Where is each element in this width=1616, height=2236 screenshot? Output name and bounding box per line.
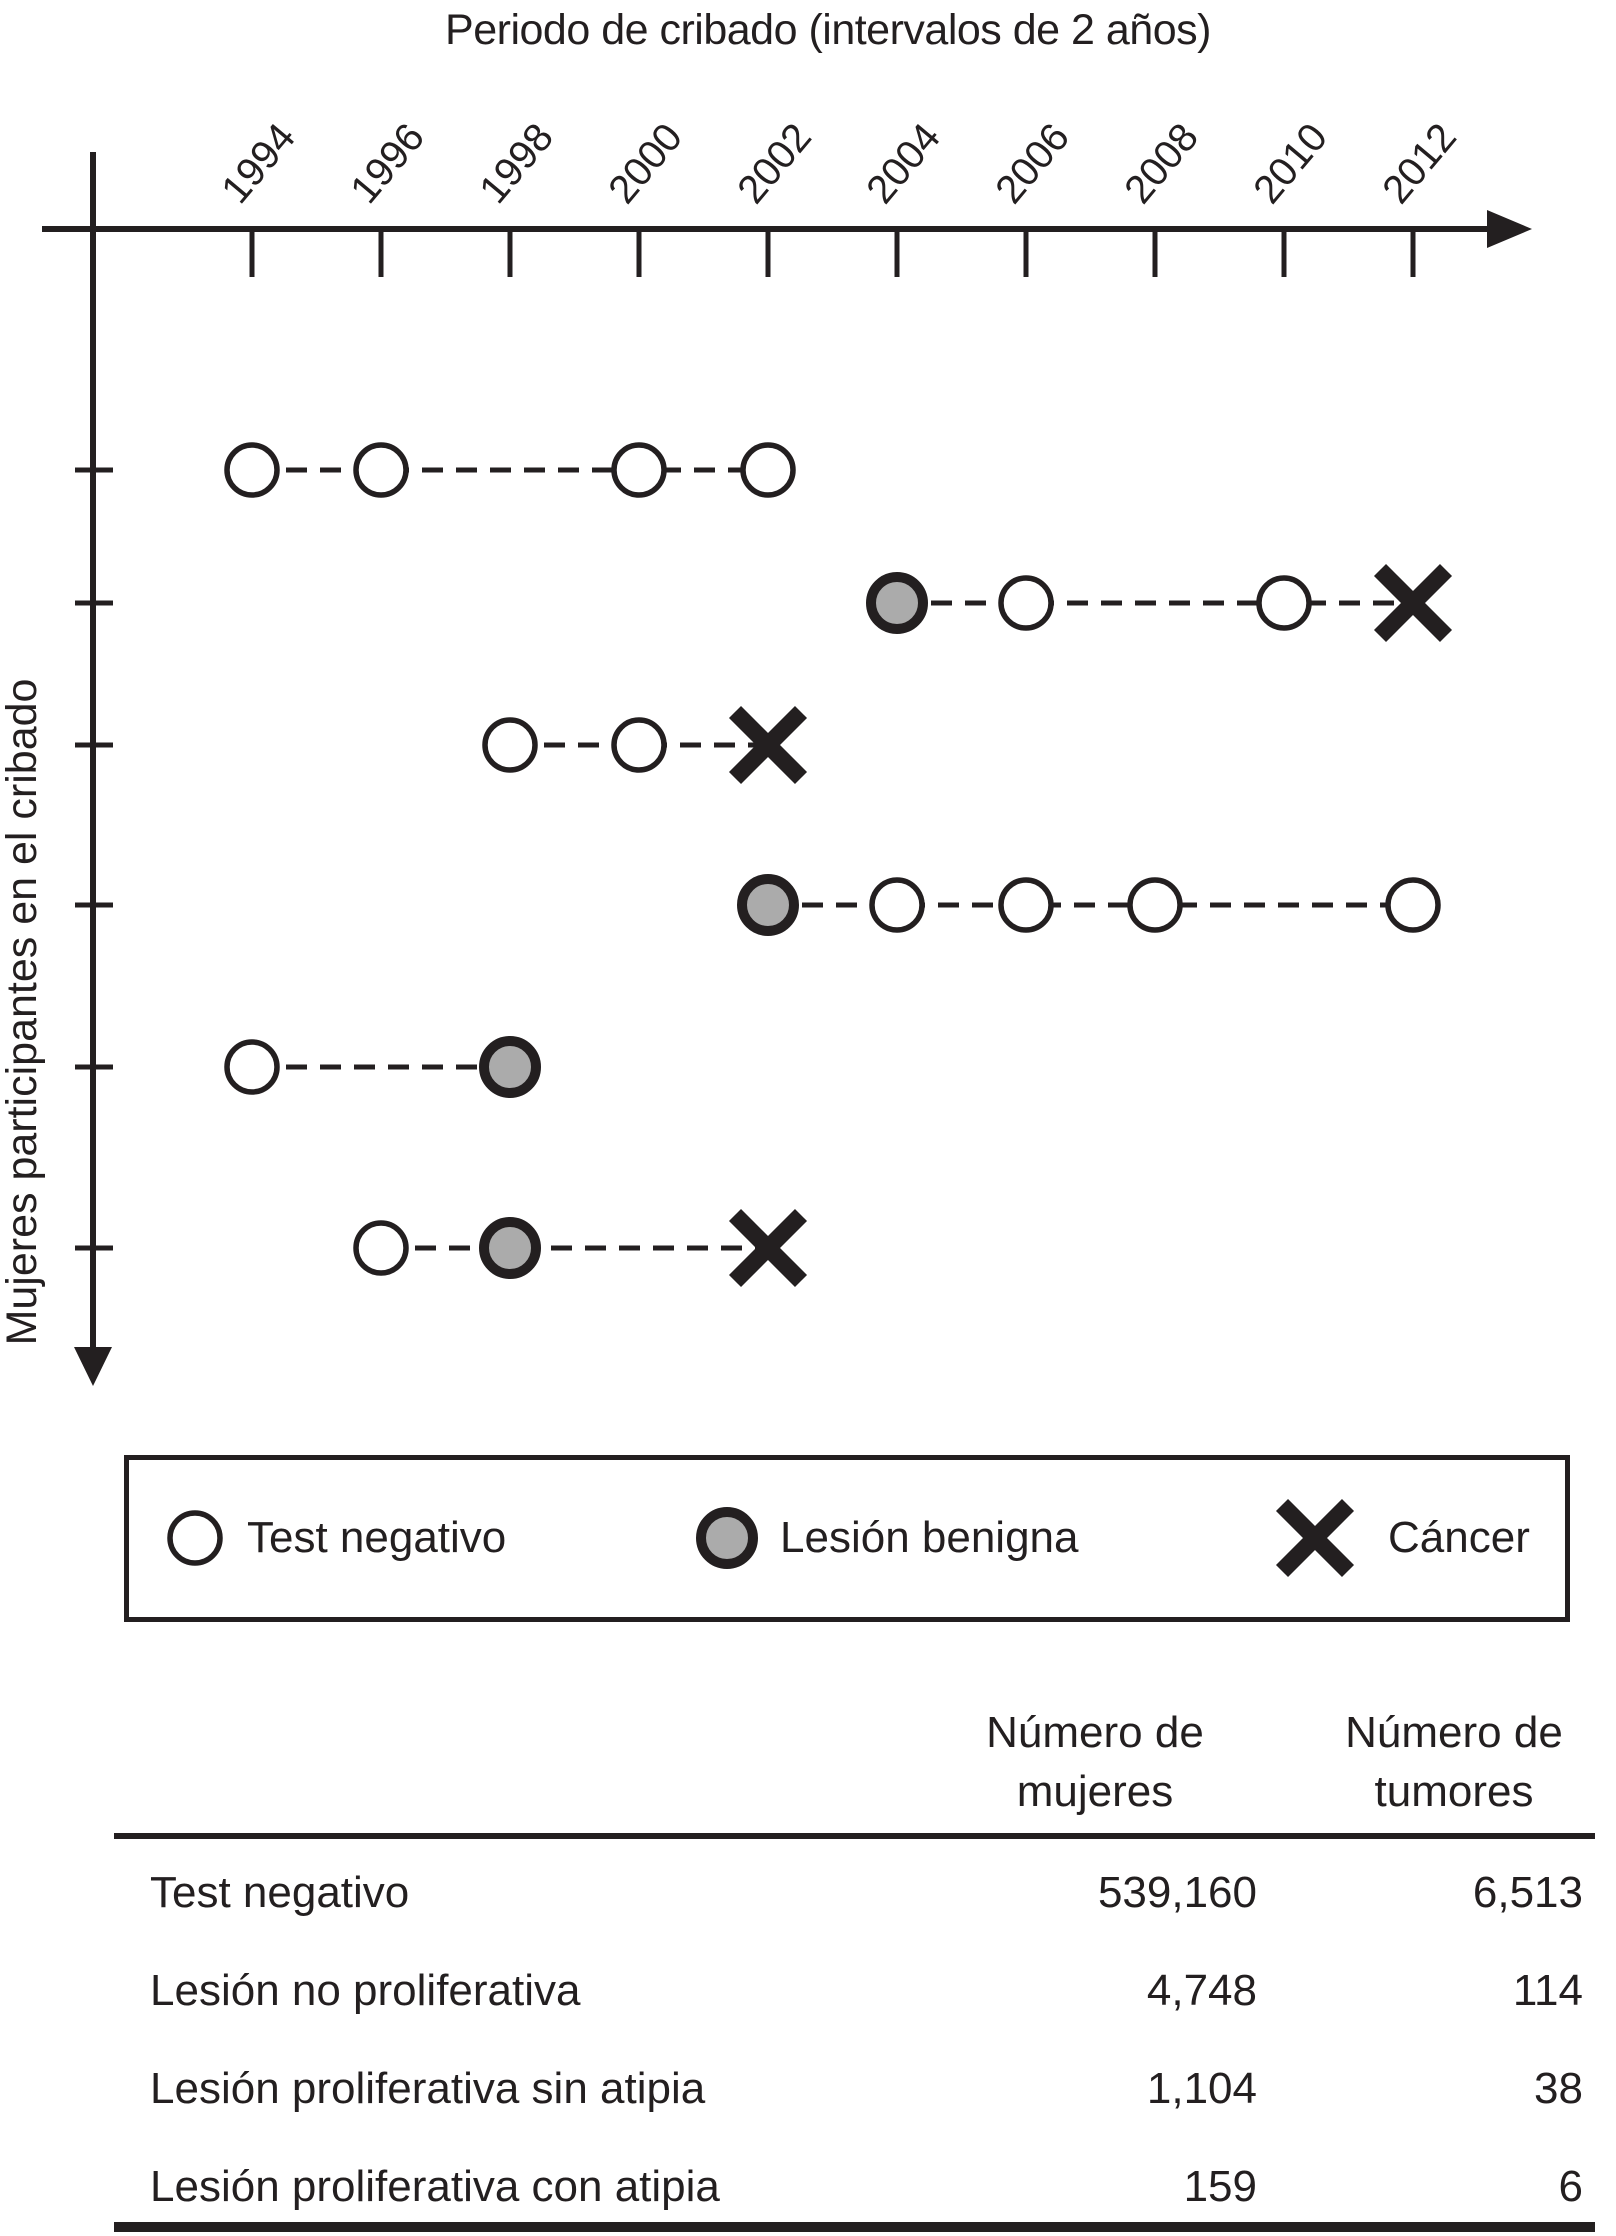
participant-row [737, 874, 1441, 936]
table-row-label: Lesión proliferativa con atipia [150, 2162, 720, 2211]
x-tick-label: 2006 [987, 115, 1078, 211]
y-axis-arrowhead [74, 1347, 112, 1386]
negative-test-marker [1127, 877, 1183, 933]
negative-test-marker [353, 442, 409, 498]
x-tick-label: 2010 [1245, 115, 1336, 211]
negative-test-marker [611, 442, 667, 498]
cancer-x-marker [728, 705, 808, 785]
legend-label-benign: Lesión benigna [780, 1513, 1079, 1562]
participant-row [353, 1208, 808, 1288]
benign-lesion-marker [866, 572, 928, 634]
benign-lesion-marker [737, 874, 799, 936]
x-tick-label: 1996 [342, 115, 433, 211]
table-top-rule [114, 1833, 1595, 1839]
negative-test-legend-icon [167, 1510, 223, 1566]
cancer-x-marker [728, 1208, 808, 1288]
chart-title: Periodo de cribado (intervalos de 2 años… [445, 6, 1211, 54]
legend: Test negativo Lesión benigna Cáncer [124, 1455, 1570, 1622]
table-cell-tumors: 6 [1558, 2162, 1583, 2211]
participant-row [224, 1036, 541, 1098]
benign-lesion-marker [696, 1507, 758, 1569]
table-cell-women: 1,104 [1146, 2064, 1257, 2113]
legend-label-negative: Test negativo [247, 1513, 507, 1562]
table-row-label: Lesión proliferativa sin atipia [150, 2064, 706, 2113]
x-tick-label: 2000 [600, 115, 691, 211]
x-tick-label: 2004 [858, 115, 949, 211]
table-header-tumors: Número de tumores [1345, 1708, 1563, 1816]
table-bottom-rule [114, 2222, 1595, 2232]
negative-test-marker [353, 1220, 409, 1276]
negative-test-marker [740, 442, 796, 498]
x-tick-label: 2008 [1116, 115, 1207, 211]
table-row-label: Test negativo [150, 1868, 410, 1917]
benign-lesion-marker [479, 1036, 541, 1098]
negative-test-marker [224, 442, 280, 498]
negative-test-marker [1256, 575, 1312, 631]
x-tick-label: 2002 [729, 115, 820, 211]
table-row-label: Lesión no proliferativa [150, 1966, 581, 2015]
benign-lesion-legend-icon [696, 1507, 758, 1569]
negative-test-marker [1385, 877, 1441, 933]
table-cell-tumors: 114 [1512, 1966, 1583, 2015]
table-row: Lesión proliferativa sin atipia 1,104 38 [0, 2060, 1616, 2118]
screening-timeline-chart: Mujeres participantes en el cribado 1994… [0, 115, 1532, 1386]
table-row: Lesión proliferativa con atipia 159 6 [0, 2158, 1616, 2216]
negative-test-marker [167, 1510, 223, 1566]
table-header-women: Número de mujeres [986, 1708, 1204, 1816]
participant-row [866, 563, 1453, 643]
table-cell-women: 4,748 [1146, 1966, 1257, 2015]
table-cell-tumors: 38 [1534, 2064, 1583, 2113]
table-row: Lesión no proliferativa 4,748 114 [0, 1962, 1616, 2020]
cancer-legend-icon [1275, 1498, 1355, 1578]
participant-row [224, 442, 796, 498]
x-ticks-group: 1994 1996 1998 2000 2002 2004 2006 2008 2010 2012 [213, 115, 1465, 277]
benign-lesion-marker [479, 1217, 541, 1279]
cancer-x-marker [1373, 563, 1453, 643]
table-cell-tumors: 6,513 [1472, 1868, 1583, 1917]
y-ticks-group [75, 467, 113, 1251]
negative-test-marker [482, 717, 538, 773]
y-axis-label: Mujeres participantes en el cribado [0, 679, 46, 1346]
cancer-x-marker [1275, 1498, 1355, 1578]
negative-test-marker [998, 877, 1054, 933]
table-cell-women: 159 [1183, 2162, 1257, 2211]
negative-test-marker [611, 717, 667, 773]
x-tick-label: 1994 [213, 115, 304, 211]
legend-label-cancer: Cáncer [1388, 1513, 1530, 1562]
participant-rows-group [224, 442, 1453, 1288]
table-row: Test negativo 539,160 6,513 [0, 1864, 1616, 1922]
participant-row [482, 705, 808, 785]
negative-test-marker [869, 877, 925, 933]
x-axis-arrowhead [1487, 210, 1532, 248]
negative-test-marker [224, 1039, 280, 1095]
x-tick-label: 2012 [1374, 115, 1465, 211]
negative-test-marker [998, 575, 1054, 631]
x-tick-label: 1998 [471, 115, 562, 211]
table-cell-women: 539,160 [1097, 1868, 1257, 1917]
